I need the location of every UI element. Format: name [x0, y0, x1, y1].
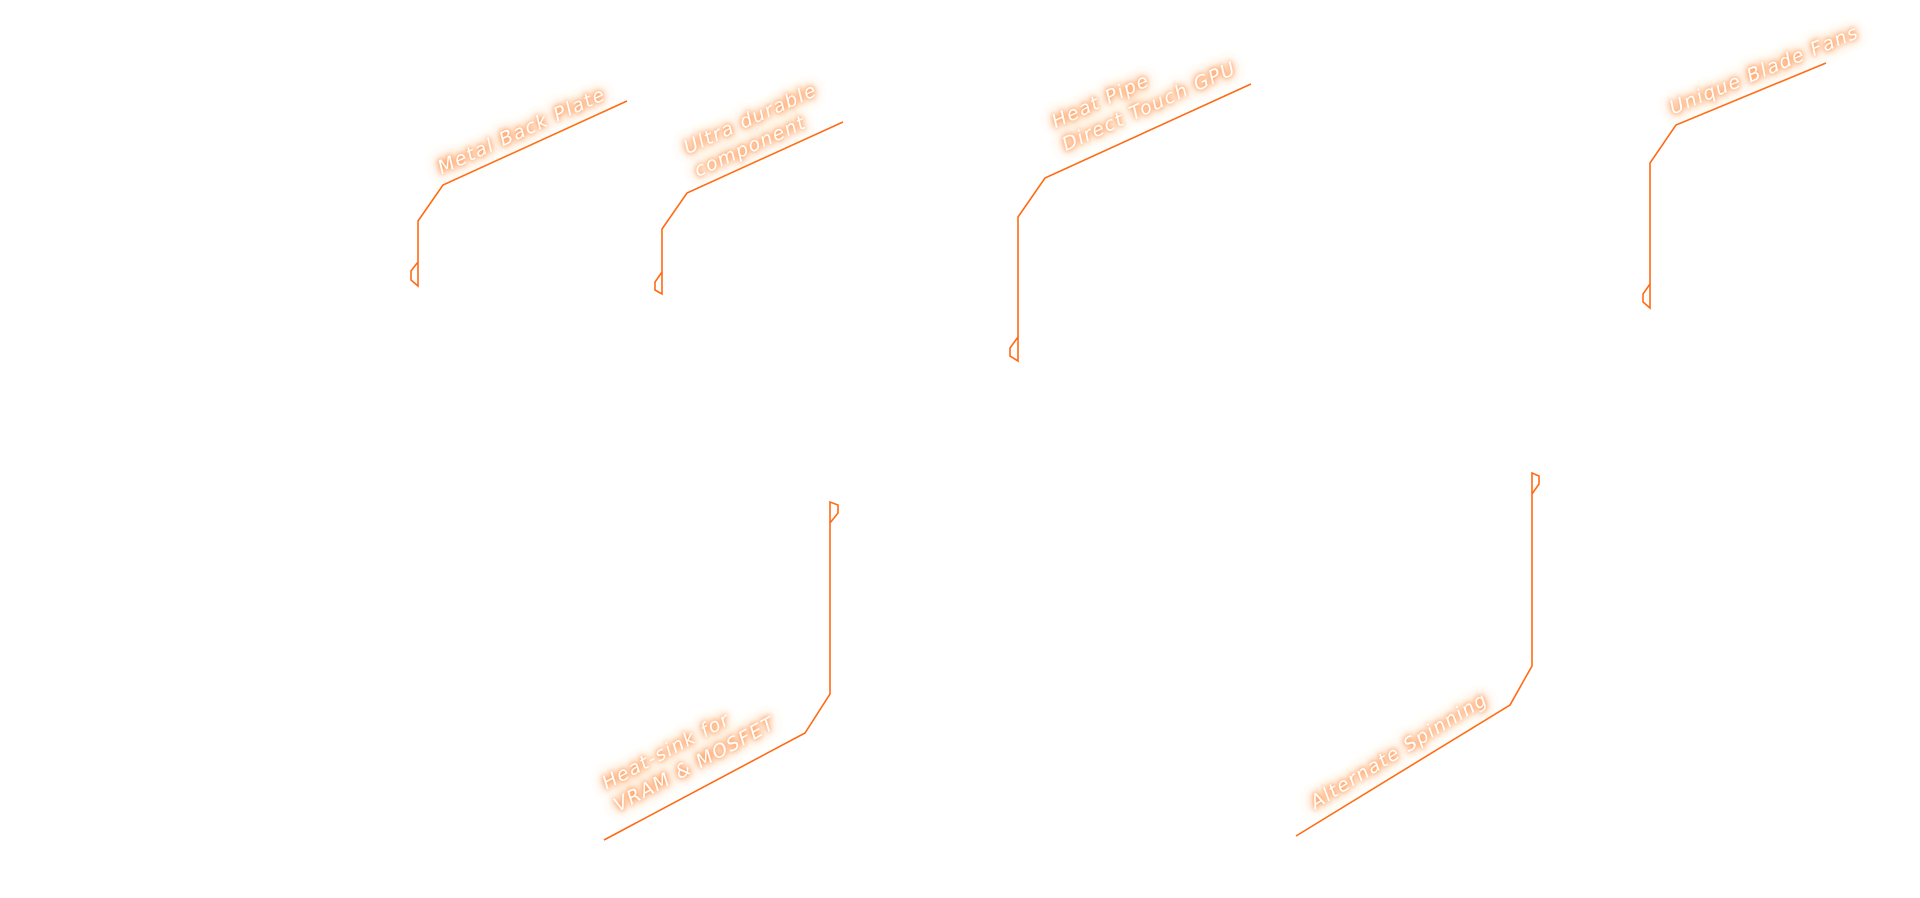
- callout-line-ultra-durable: [654, 121, 844, 296]
- callout-line-unique-blade-fans: [1642, 62, 1827, 310]
- callout-line-heat-pipe: [1009, 83, 1252, 363]
- callout-line-heat-sink: [603, 500, 839, 841]
- callout-line-alternate-spinning: [1295, 471, 1540, 837]
- callout-line-metal-back-plate: [410, 100, 628, 288]
